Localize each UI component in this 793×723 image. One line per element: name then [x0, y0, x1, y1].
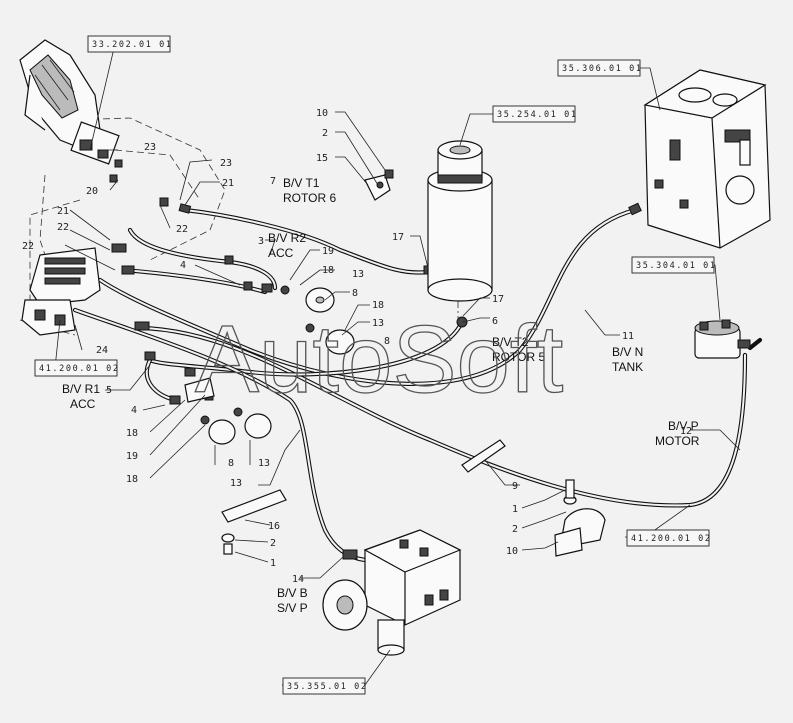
hose-label-line: B/V R2 — [268, 231, 306, 245]
watermark-text: AutoSoft — [195, 306, 563, 413]
callout-4: 4 — [180, 260, 186, 271]
reference-box: 33.202.01 01 — [87, 35, 173, 53]
callout-14: 14 — [292, 574, 304, 585]
reference-box: 35.254.01 01 — [492, 105, 578, 123]
callout-13: 13 — [258, 458, 270, 469]
callout-18: 18 — [126, 428, 138, 439]
callout-24: 24 — [96, 345, 108, 356]
callout-23: 23 — [220, 158, 232, 169]
callout-11: 11 — [622, 331, 634, 342]
ref-41200-right-text: 41.200.01 02 — [631, 534, 712, 544]
callout-19: 19 — [322, 246, 334, 257]
hose-label-line: B/V T1 — [283, 176, 320, 190]
callout-22: 22 — [176, 224, 188, 235]
hose-label-bv-r2: B/V R2 ACC — [268, 231, 309, 260]
callout-7: 7 — [270, 176, 276, 187]
callout-1: 1 — [270, 558, 276, 569]
callout-22: 22 — [57, 222, 69, 233]
hydraulic-motor — [694, 319, 751, 359]
callout-8: 8 — [352, 288, 358, 299]
ref-33202-text: 33.202.01 01 — [92, 40, 173, 50]
hose-label-line: MOTOR — [655, 434, 700, 448]
callout-18: 18 — [322, 265, 334, 276]
hose-label-bv-p: B/V P MOTOR — [655, 419, 702, 448]
ref-35304-text: 35.304.01 01 — [636, 261, 717, 271]
hose-label-line: B/V P — [668, 419, 699, 433]
hose-label-line: S/V P — [277, 601, 308, 615]
callout-20: 20 — [86, 186, 98, 197]
left-valve-block — [21, 247, 101, 336]
callout-8: 8 — [228, 458, 234, 469]
callout-2: 2 — [270, 538, 276, 549]
callout-3: 3 — [258, 236, 264, 247]
callouts: 23 23 20 21 21 7 22 22 22 4 3 19 18 13 8… — [22, 108, 692, 585]
callout-8: 8 — [384, 336, 390, 347]
pedal-valve-assembly — [19, 39, 120, 165]
hose-label-bv-b: B/V B S/V P — [277, 586, 311, 615]
hose-label-line: B/V B — [277, 586, 308, 600]
callout-13: 13 — [352, 269, 364, 280]
callout-15: 15 — [316, 153, 328, 164]
callout-13: 13 — [230, 478, 242, 489]
reference-box: 35.304.01 01 — [631, 256, 717, 274]
clamps-brackets — [184, 169, 606, 557]
callout-17: 17 — [392, 232, 404, 243]
callout-19: 19 — [126, 451, 138, 462]
reference-box: 41.200.01 02 — [34, 359, 120, 377]
rotor-assembly — [427, 140, 493, 302]
callout-23: 23 — [144, 142, 156, 153]
reference-box: 35.355.01 02 — [282, 677, 368, 695]
callout-17: 17 — [492, 294, 504, 305]
callout-9: 9 — [512, 481, 518, 492]
accumulators — [208, 287, 355, 445]
hose-label-bv-r1: B/V R1 ACC — [62, 382, 103, 411]
callout-10: 10 — [506, 546, 518, 557]
callout-21: 21 — [57, 206, 69, 217]
callout-21: 21 — [222, 178, 234, 189]
callout-22: 22 — [22, 241, 34, 252]
hose-label-bv-t2: B/V T2 ROTOR 5 — [492, 335, 545, 364]
hose-label-line: B/V N — [612, 345, 643, 359]
hose-label-bv-n: B/V N TANK — [612, 345, 647, 374]
callout-13: 13 — [372, 318, 384, 329]
callout-5: 5 — [106, 385, 112, 396]
hose-label-line: ROTOR 6 — [283, 191, 336, 205]
hose-label-line: ACC — [70, 397, 96, 411]
callout-6: 6 — [492, 316, 498, 327]
callout-2: 2 — [322, 128, 328, 139]
reference-box: 35.306.01 01 — [557, 59, 643, 77]
callout-4: 4 — [131, 405, 137, 416]
hydraulic-tank — [643, 69, 771, 249]
ref-41200-left-text: 41.200.01 02 — [39, 364, 120, 374]
hose-label-line: ACC — [268, 246, 294, 260]
reference-box: 41.200.01 02 — [626, 529, 712, 547]
callout-12: 12 — [680, 426, 692, 437]
hose-label-bv-t1: B/V T1 ROTOR 6 — [283, 176, 336, 205]
callout-10: 10 — [316, 108, 328, 119]
hose-label-line: B/V T2 — [492, 335, 529, 349]
ref-35355-text: 35.355.01 02 — [287, 682, 368, 692]
brake-valve-block — [322, 529, 462, 656]
ref-35306-text: 35.306.01 01 — [562, 64, 643, 74]
hose-label-line: TANK — [612, 360, 643, 374]
hose-label-line: ROTOR 5 — [492, 350, 545, 364]
hose-label-line: B/V R1 — [62, 382, 100, 396]
hoses — [72, 207, 763, 563]
callout-18: 18 — [372, 300, 384, 311]
callout-16: 16 — [268, 521, 280, 532]
callout-2: 2 — [512, 524, 518, 535]
ref-35254-text: 35.254.01 01 — [497, 110, 578, 120]
callout-18: 18 — [126, 474, 138, 485]
callout-1: 1 — [512, 504, 518, 515]
